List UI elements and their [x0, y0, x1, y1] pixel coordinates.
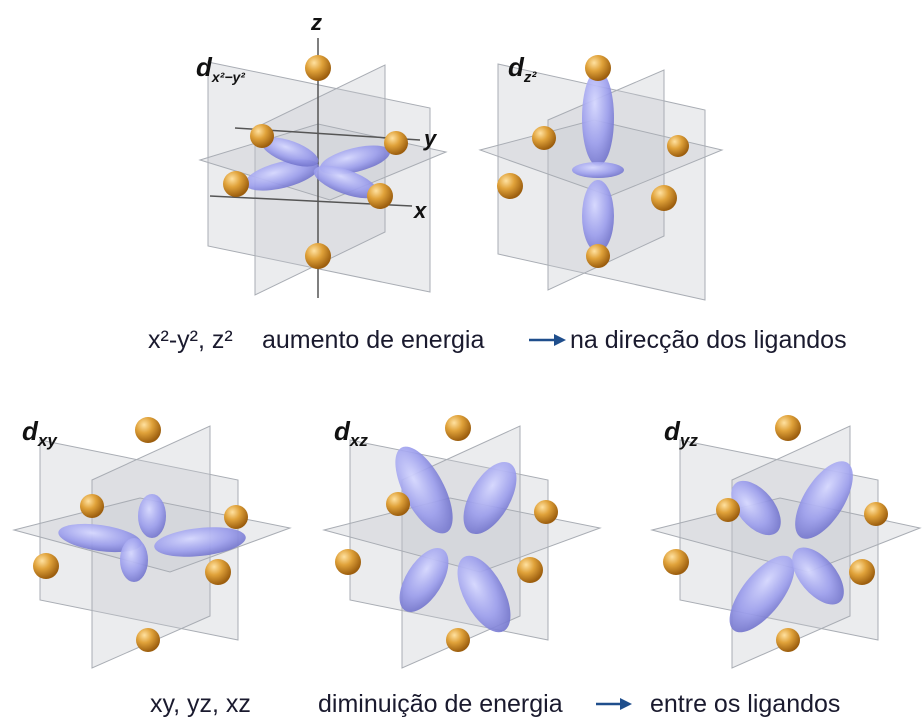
panel-dxz: dxz: [322, 415, 602, 669]
ligand-front-right: [517, 557, 543, 583]
panel-dx2-y2: dx²−y² z y x: [196, 10, 448, 298]
lobe-dxz-upper-left: [395, 446, 453, 534]
panel-dxy: dxy: [12, 416, 292, 669]
caption-bottom-orbitals: xy, yz, xz: [150, 690, 251, 718]
lobe-dz2-upper: [582, 70, 614, 166]
ligand-right: [224, 505, 248, 529]
lobe-dxz-lower-right: [457, 555, 511, 633]
lobe-dxz-upper-right: [463, 461, 517, 535]
caption-top-orbitals: x²-y², z²: [148, 326, 233, 354]
ligand-top: [305, 55, 331, 81]
ligand-front-left: [223, 171, 249, 197]
axis-label-y: y: [423, 126, 438, 151]
lobe-dz2-ring: [572, 162, 624, 178]
panel-label-dz2: dz²: [508, 52, 537, 86]
ligand-right: [534, 500, 558, 524]
vertical-plane-yz: [547, 69, 665, 291]
lobe-dz2-lower: [582, 180, 614, 252]
ligand-bottom: [136, 628, 160, 652]
panel-label-dxz: dxz: [334, 416, 368, 450]
caption-top: x²-y², z² aumento de energia na direcção…: [148, 326, 847, 354]
ligand-front-right: [651, 185, 677, 211]
ligand-front-left: [335, 549, 361, 575]
lobe-dxz-lower-left: [399, 548, 449, 612]
ligand-bottom: [446, 628, 470, 652]
lobe-dx2y2-a: [244, 159, 320, 191]
lobe-dx2y2-d: [313, 165, 379, 199]
lobe-dyz-lower-right: [792, 547, 844, 605]
caption-bottom: xy, yz, xz diminuição de energia entre o…: [150, 690, 840, 718]
axis-label-z: z: [310, 10, 322, 35]
ligand-front-right: [849, 559, 875, 585]
ligand-top: [445, 415, 471, 441]
ligand-right: [864, 502, 888, 526]
lobe-dxy-d: [120, 538, 148, 582]
panel-label-dyz: dyz: [664, 416, 698, 450]
lobe-dxy-b: [154, 527, 246, 557]
panel-label-dx2y2: dx²−y²: [196, 52, 245, 85]
lobe-dxy-a: [58, 523, 142, 553]
arrow-right-icon: [529, 334, 566, 346]
arrow-right-icon: [596, 698, 632, 710]
lobe-dyz-upper-left: [731, 480, 781, 536]
ligand-top: [775, 415, 801, 441]
caption-top-energy: aumento de energia: [262, 326, 484, 354]
ligand-top: [135, 417, 161, 443]
ligand-front-right: [205, 559, 231, 585]
ligand-bottom: [586, 244, 610, 268]
lobe-dx2y2-c: [261, 137, 319, 167]
ligand-back-left: [716, 498, 740, 522]
ligand-front-left: [33, 553, 59, 579]
lobe-dyz-lower-left: [729, 555, 795, 633]
panel-dz2: dz²: [478, 52, 724, 301]
ligand-top: [585, 55, 611, 81]
caption-bottom-direction: entre os ligandos: [650, 690, 840, 718]
ligand-front-left: [497, 173, 523, 199]
vertical-plane-b: [91, 425, 211, 669]
ligand-bottom: [305, 243, 331, 269]
ligand-right: [384, 131, 408, 155]
caption-bottom-energy: diminuição de energia: [318, 690, 563, 718]
ligand-back-left: [386, 492, 410, 516]
ligand-front-right: [367, 183, 393, 209]
ligand-right: [667, 135, 689, 157]
ligand-back-left: [80, 494, 104, 518]
ligand-bottom: [776, 628, 800, 652]
axis-label-x: x: [413, 198, 427, 223]
lobe-dyz-upper-right: [795, 461, 853, 539]
lobe-dxy-c: [138, 494, 166, 538]
panel-dyz: dyz: [650, 415, 922, 669]
ligand-back-left: [250, 124, 274, 148]
panel-label-dxy: dxy: [22, 416, 58, 450]
ligand-back-left: [532, 126, 556, 150]
ligand-front-left: [663, 549, 689, 575]
caption-top-direction: na direcção dos ligandos: [570, 326, 847, 354]
